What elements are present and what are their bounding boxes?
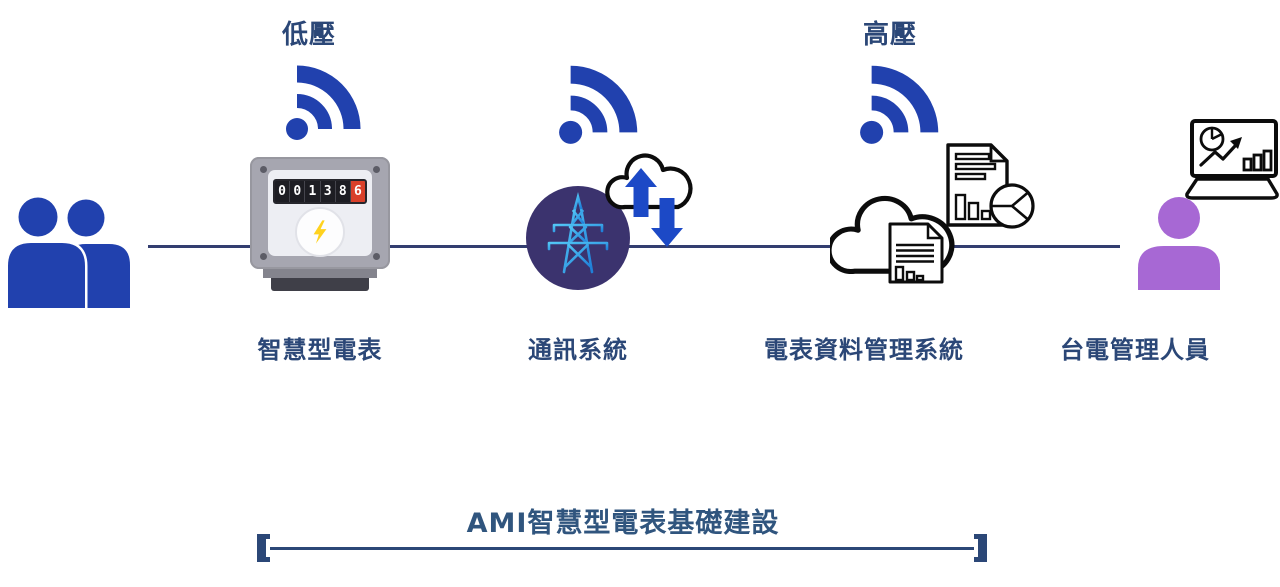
- meter-panel: 0 0 1 3 8 6: [268, 170, 372, 257]
- smart-meter-icon: 0 0 1 3 8 6: [250, 157, 390, 291]
- ami-infrastructure-title: AMI智慧型電表基礎建設: [466, 508, 780, 539]
- lightning-bolt-icon: [295, 207, 345, 257]
- pie-chart-icon: [987, 181, 1037, 231]
- meter-digit: 8: [335, 181, 350, 202]
- bracket-line: [270, 546, 974, 550]
- wifi-signal-icon: [858, 60, 944, 146]
- meter-base-dark: [271, 278, 369, 291]
- laptop-analytics-icon: [1184, 118, 1280, 202]
- screw-icon: [373, 253, 380, 260]
- node-label-meter-data-management: 電表資料管理系統: [764, 336, 964, 364]
- wifi-signal-icon: [284, 60, 366, 142]
- screw-icon: [260, 166, 267, 173]
- wifi-signal-icon: [557, 60, 643, 146]
- data-document-icon: [886, 220, 946, 286]
- node-label-smart-meter: 智慧型電表: [257, 336, 383, 364]
- node-label-communication-system: 通訊系統: [528, 336, 628, 364]
- meter-body: 0 0 1 3 8 6: [250, 157, 390, 269]
- person-icon: [1136, 196, 1224, 290]
- screw-icon: [260, 253, 267, 260]
- meter-digit-red: 6: [350, 181, 365, 202]
- left-bracket-icon: [257, 534, 270, 562]
- node-label-taipower-manager: 台電管理人員: [1060, 336, 1210, 364]
- span-bracket: [257, 532, 987, 564]
- right-bracket-icon: [974, 534, 987, 562]
- low-voltage-label: 低壓: [282, 20, 337, 50]
- meter-digit: 1: [305, 181, 320, 202]
- flow-connector-line: [148, 245, 1120, 248]
- meter-reading: 0 0 1 3 8 6: [273, 179, 367, 204]
- meter-digit: 0: [275, 181, 290, 202]
- high-voltage-label: 高壓: [863, 20, 918, 50]
- users-icon: [5, 195, 132, 311]
- meter-base: [263, 269, 377, 278]
- screw-icon: [373, 166, 380, 173]
- meter-digit: 3: [320, 181, 335, 202]
- cloud-up-down-arrows-icon: [600, 147, 700, 252]
- meter-digit: 0: [290, 181, 305, 202]
